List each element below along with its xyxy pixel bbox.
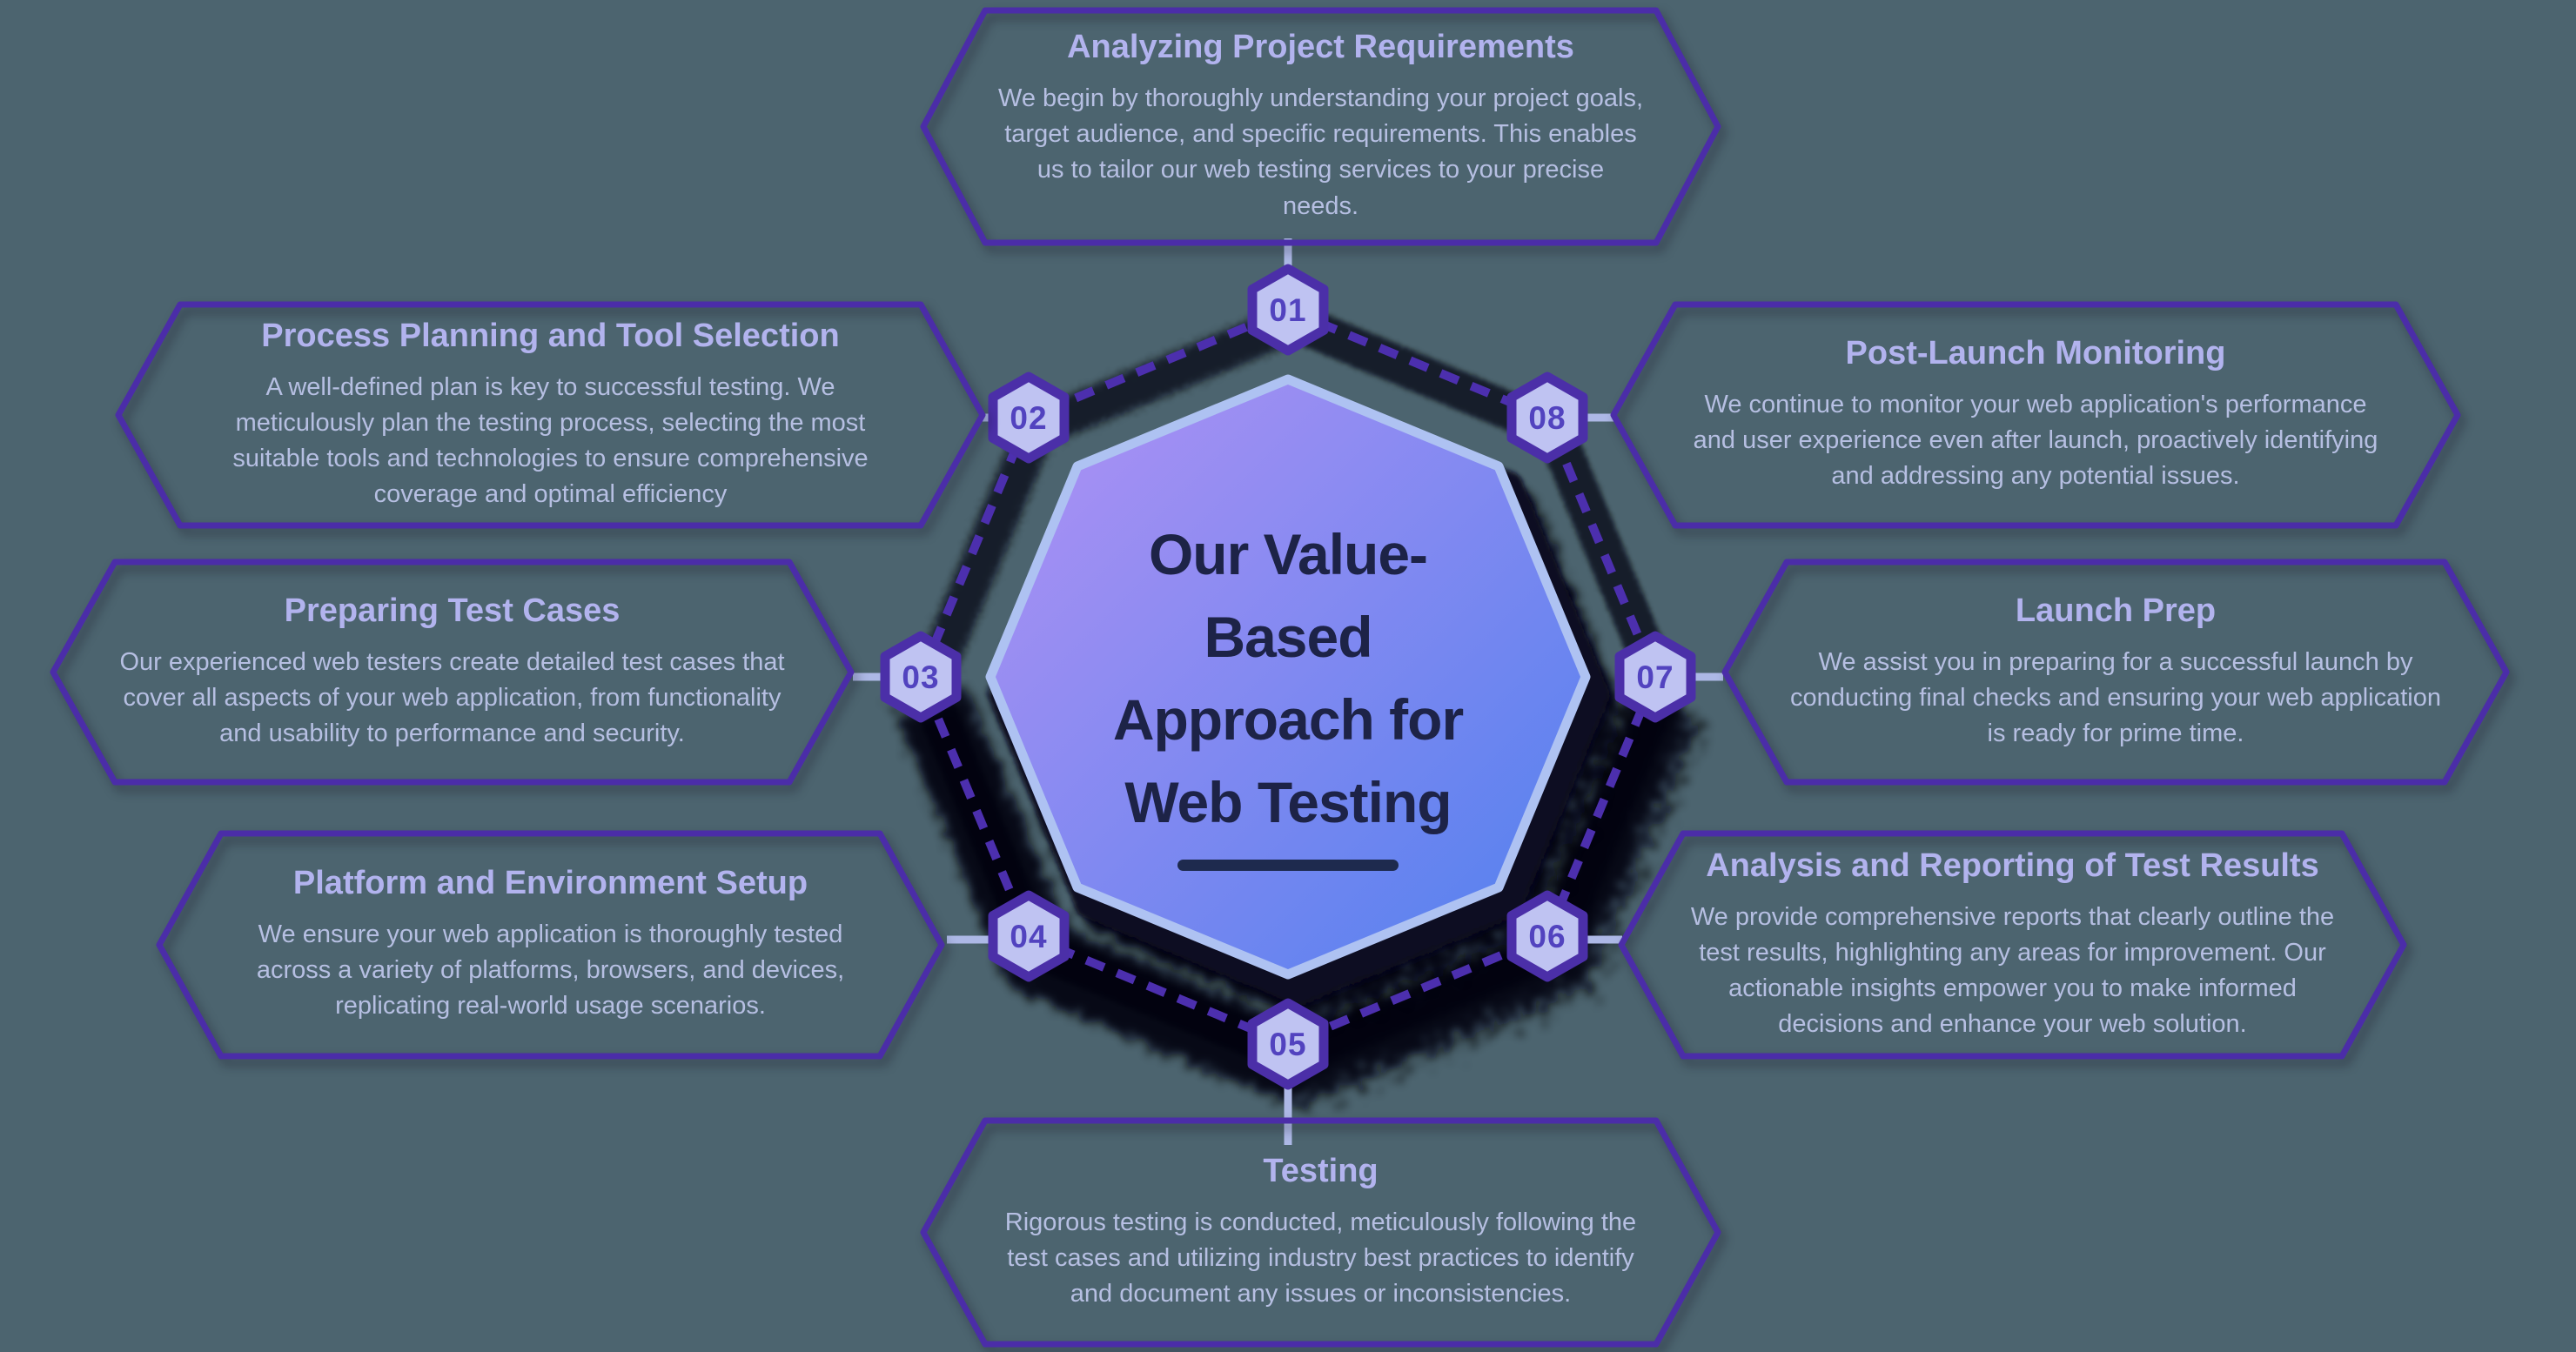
step-badges: 01 02 03 04 05 06 xyxy=(880,264,1696,1090)
badge-step-1: 01 xyxy=(1247,264,1329,356)
card-body: We begin by thoroughly understanding you… xyxy=(997,84,1644,220)
card-body: Our experienced web testers create detai… xyxy=(119,647,785,747)
card-step-1: Analyzing Project Requirements We begin … xyxy=(920,7,1721,246)
card-title: Process Planning and Tool Selection xyxy=(261,317,840,354)
card-body: We ensure your web application is thorou… xyxy=(256,920,845,1021)
card-step-6: Analysis and Reporting of Test Results W… xyxy=(1618,830,2407,1060)
card-body: We continue to monitor your web applicat… xyxy=(1693,391,2378,491)
card-body: Rigorous testing is conducted, meticulou… xyxy=(1004,1208,1637,1308)
badge-step-2: 02 xyxy=(988,371,1070,464)
card-title: Launch Prep xyxy=(2015,592,2217,629)
process-ring-graphic: 01 02 03 04 05 06 xyxy=(853,238,1723,1145)
center-octagon xyxy=(985,374,1591,980)
card-step-7: Launch Prep We assist you in preparing f… xyxy=(1721,559,2510,786)
card-step-3: Preparing Test Cases Our experienced web… xyxy=(50,559,855,786)
badge-number: 03 xyxy=(902,659,939,695)
badge-number: 05 xyxy=(1269,1027,1306,1062)
card-outline xyxy=(920,7,1721,246)
badge-number: 07 xyxy=(1636,659,1674,695)
badge-step-4: 04 xyxy=(988,890,1070,982)
badge-number: 01 xyxy=(1269,292,1306,328)
card-step-5: Testing Rigorous testing is conducted, m… xyxy=(920,1117,1721,1348)
badge-number: 02 xyxy=(1010,400,1047,436)
card-title: Testing xyxy=(1263,1152,1379,1189)
card-title: Preparing Test Cases xyxy=(284,592,621,629)
center-title-line: Our Value- xyxy=(1148,522,1428,586)
card-step-4: Platform and Environment Setup We ensure… xyxy=(156,830,945,1060)
card-outline xyxy=(1618,830,2407,1060)
badge-number: 06 xyxy=(1528,919,1566,954)
card-outline xyxy=(156,830,945,1060)
badge-step-5: 05 xyxy=(1247,998,1329,1090)
badge-step-7: 07 xyxy=(1614,631,1696,723)
badge-step-6: 06 xyxy=(1506,890,1588,982)
card-body: We assist you in preparing for a success… xyxy=(1789,647,2442,747)
card-body: We provide comprehensive reports that cl… xyxy=(1690,902,2335,1039)
card-title: Analysis and Reporting of Test Results xyxy=(1706,847,2319,884)
center-title-line: Web Testing xyxy=(1124,770,1452,834)
title-underline xyxy=(1177,860,1399,871)
center-title-line: Based xyxy=(1204,605,1372,669)
card-outline xyxy=(50,559,855,786)
card-title: Analyzing Project Requirements xyxy=(1067,29,1574,66)
card-step-2: Process Planning and Tool Selection A we… xyxy=(115,301,986,529)
card-title: Post-Launch Monitoring xyxy=(1845,335,2226,372)
badge-step-8: 08 xyxy=(1506,371,1588,464)
badge-number: 08 xyxy=(1528,400,1566,436)
card-body: A well-defined plan is key to successful… xyxy=(232,372,869,509)
card-step-8: Post-Launch Monitoring We continue to mo… xyxy=(1610,301,2461,529)
card-outline xyxy=(115,301,986,529)
center-title-line: Approach for xyxy=(1112,687,1464,752)
card-outline xyxy=(1721,559,2510,786)
dashed-ring xyxy=(916,305,1660,1048)
card-title: Platform and Environment Setup xyxy=(292,865,808,902)
badge-number: 04 xyxy=(1010,919,1047,954)
card-outline xyxy=(920,1117,1721,1348)
badge-step-3: 03 xyxy=(880,631,962,723)
card-outline xyxy=(1610,301,2461,529)
center-title: Our Value- Based Approach for Web Testin… xyxy=(983,513,1593,844)
